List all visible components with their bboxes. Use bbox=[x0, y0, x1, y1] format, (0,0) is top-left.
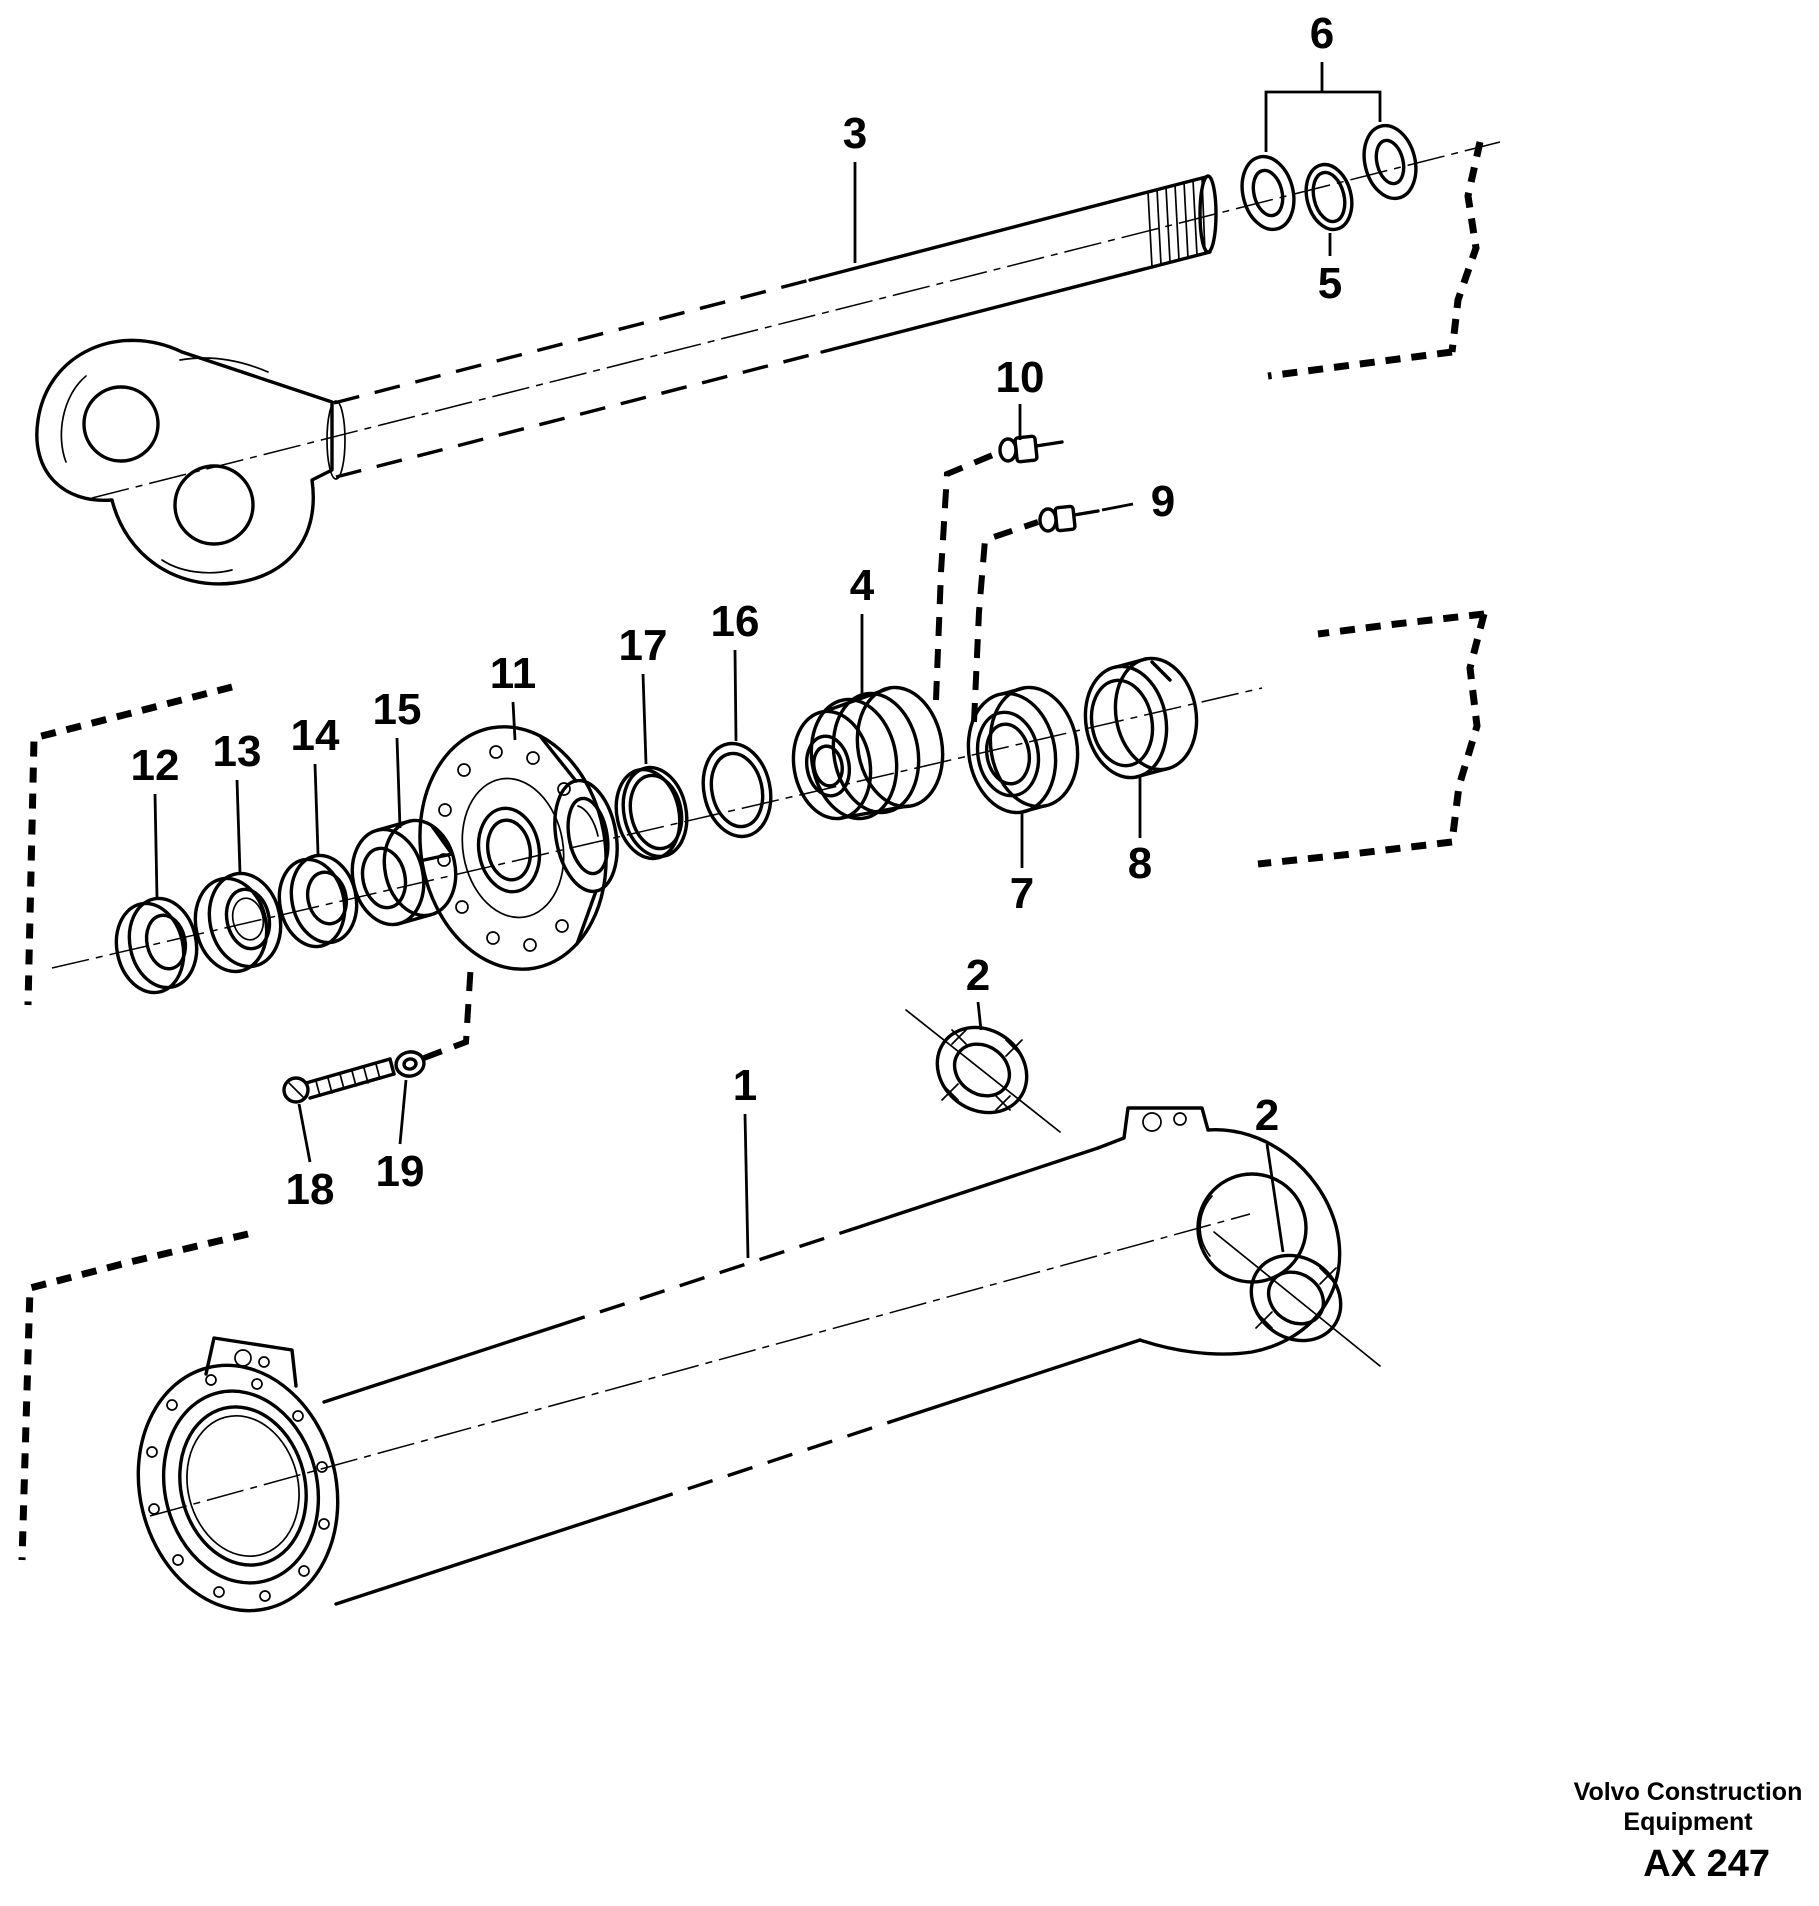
callout-11: 11 bbox=[490, 649, 537, 698]
seal-ring-13 bbox=[193, 871, 283, 974]
piston-seal-7 bbox=[966, 685, 1080, 815]
break-border-mid-right-bottom-tail bbox=[1257, 838, 1453, 868]
leader-callout-18 bbox=[297, 1103, 312, 1163]
callout-17: 17 bbox=[619, 621, 668, 670]
fitting-10 bbox=[998, 434, 1064, 464]
break-border-mid-right-top-tail bbox=[1317, 610, 1485, 638]
callout-16: 16 bbox=[711, 597, 760, 646]
hydraulic-pipe-upper bbox=[933, 449, 1002, 701]
backup-ring-17 bbox=[614, 765, 689, 861]
piston-4 bbox=[791, 685, 945, 821]
leader-callout-6-1 bbox=[1264, 90, 1382, 152]
seal-ring-12 bbox=[114, 896, 199, 995]
seal-ring-14 bbox=[277, 853, 359, 949]
callout-2-lower: 2 bbox=[1255, 1091, 1279, 1140]
wear-ring-8 bbox=[1083, 656, 1199, 780]
callout-10: 10 bbox=[996, 353, 1045, 402]
callout-15: 15 bbox=[373, 685, 422, 734]
piston-rod-3 bbox=[326, 174, 1218, 480]
cylinder-barrel-1 bbox=[136, 1146, 1142, 1613]
figure-code: AX 247 bbox=[1643, 1843, 1770, 1885]
callout-6: 6 bbox=[1310, 9, 1334, 58]
callout-12: 12 bbox=[131, 741, 180, 790]
footer: Volvo Construction Equipment AX 247 bbox=[1574, 1778, 1803, 1885]
leader-callout-17 bbox=[641, 673, 648, 765]
o-ring-16 bbox=[701, 741, 773, 839]
leader-callout-15 bbox=[395, 737, 402, 829]
callout-2-upper: 2 bbox=[966, 951, 990, 1000]
cylinder-head bbox=[1096, 1106, 1342, 1356]
hydraulic-pipe-lower bbox=[971, 519, 1039, 723]
callout-9: 9 bbox=[1151, 477, 1175, 526]
break-border-mid-left bbox=[24, 683, 233, 1006]
fitting-9 bbox=[1038, 504, 1100, 533]
callout-19: 19 bbox=[376, 1147, 425, 1196]
leader-callout-16 bbox=[733, 649, 738, 742]
leader-callout-12 bbox=[153, 793, 159, 899]
callout-8: 8 bbox=[1128, 839, 1152, 888]
leader-callout-11 bbox=[511, 701, 517, 741]
callout-1: 1 bbox=[733, 1061, 757, 1110]
callout-13: 13 bbox=[213, 727, 262, 776]
screw-18 bbox=[282, 1057, 396, 1104]
washer-19 bbox=[394, 1050, 426, 1078]
bushing-15 bbox=[350, 818, 458, 927]
callout-14: 14 bbox=[291, 711, 340, 760]
rod-clevis bbox=[35, 338, 334, 586]
piston-rod-assembly bbox=[35, 123, 1501, 586]
leader-callout-1 bbox=[743, 1113, 750, 1259]
barrel-assembly bbox=[18, 1009, 1381, 1613]
rod-end-seal-rings-5-6 bbox=[1240, 123, 1418, 232]
callout-18: 18 bbox=[286, 1165, 335, 1214]
leader-callout-14 bbox=[313, 763, 320, 855]
break-border-top-right bbox=[1448, 141, 1484, 353]
callout-5: 5 bbox=[1318, 259, 1342, 308]
break-border-top-right-tail bbox=[1267, 348, 1453, 380]
callout-3: 3 bbox=[843, 109, 867, 158]
footer-brand-line1: Volvo Construction bbox=[1574, 1778, 1803, 1806]
leader-callout-19 bbox=[398, 1079, 408, 1145]
break-border-bottom-left bbox=[18, 1230, 249, 1561]
break-border-mid-right bbox=[1448, 613, 1488, 843]
gland-11 bbox=[418, 725, 619, 971]
leader-callout-13 bbox=[235, 779, 242, 874]
bearing-2-lower bbox=[1213, 1231, 1381, 1367]
callout-7: 7 bbox=[1010, 869, 1034, 918]
seal-kit-assembly bbox=[24, 434, 1488, 1104]
leader-callout-9 bbox=[1101, 502, 1134, 512]
leader-callout-2-upper bbox=[976, 1001, 983, 1031]
callout-4: 4 bbox=[850, 561, 875, 610]
bearing-2-upper bbox=[905, 1009, 1061, 1133]
gland-screw-axis-dashed bbox=[422, 961, 474, 1061]
leader-callout-2-lower bbox=[1265, 1143, 1285, 1253]
footer-brand-line2: Equipment bbox=[1623, 1808, 1753, 1836]
